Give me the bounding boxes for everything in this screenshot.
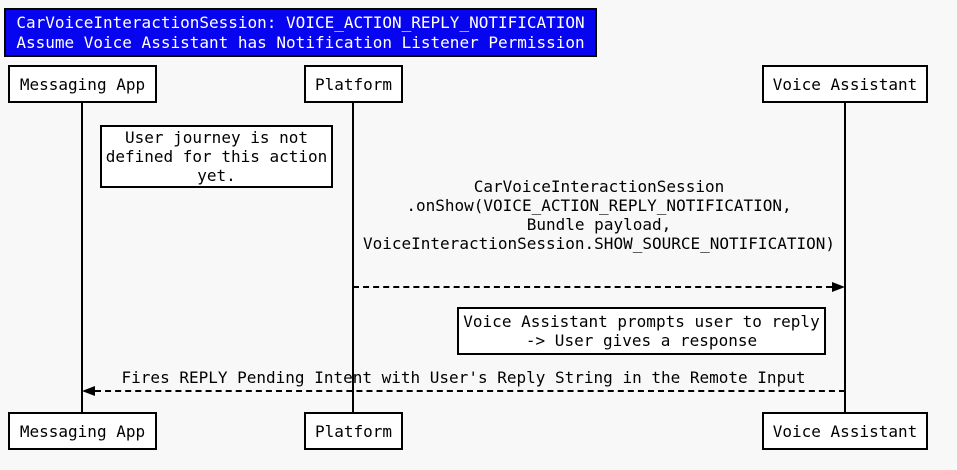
actor-bottom-platform: Platform: [304, 412, 403, 450]
note-user-journey: User journey is not defined for this act…: [100, 125, 333, 188]
actor-label: Voice Assistant: [772, 421, 918, 441]
message-line: Bundle payload,: [526, 215, 672, 234]
message-onshow-label: CarVoiceInteractionSession .onShow(VOICE…: [353, 177, 845, 253]
lifeline-messaging-app: [81, 103, 83, 412]
note-line: User journey is not: [124, 128, 309, 147]
message-line: VoiceInteractionSession.SHOW_SOURCE_NOTI…: [362, 234, 835, 253]
actor-bottom-voice-assistant: Voice Assistant: [762, 412, 928, 450]
actor-top-voice-assistant: Voice Assistant: [762, 65, 928, 103]
actor-label: Platform: [314, 421, 393, 441]
lifeline-voice-assistant: [844, 103, 846, 412]
message-line: CarVoiceInteractionSession: [473, 177, 725, 196]
note-line: -> User gives a response: [525, 331, 758, 350]
arrow-left-head-icon: [82, 386, 95, 396]
message-reply-label: Fires REPLY Pending Intent with User's R…: [82, 368, 845, 387]
note-line: defined for this action: [105, 147, 328, 166]
actor-bottom-messaging-app: Messaging App: [8, 412, 157, 450]
lifeline-platform: [352, 103, 354, 412]
actor-top-platform: Platform: [304, 65, 403, 103]
message-line: .onShow(VOICE_ACTION_REPLY_NOTIFICATION,: [406, 196, 792, 215]
arrow-right-head-icon: [832, 282, 845, 292]
arrow-onshow-dashed-line: [353, 286, 832, 288]
actor-label: Messaging App: [19, 421, 146, 441]
actor-label: Platform: [314, 74, 393, 94]
actor-label: Voice Assistant: [772, 74, 918, 94]
diagram-title-line-2: Assume Voice Assistant has Notification …: [16, 32, 585, 52]
diagram-title-line-1: CarVoiceInteractionSession: VOICE_ACTION…: [16, 12, 585, 32]
diagram-title-box: CarVoiceInteractionSession: VOICE_ACTION…: [4, 8, 597, 57]
note-line: Voice Assistant prompts user to reply: [463, 312, 820, 331]
actor-label: Messaging App: [19, 74, 146, 94]
note-prompt-response: Voice Assistant prompts user to reply ->…: [457, 307, 826, 355]
actor-top-messaging-app: Messaging App: [8, 65, 157, 103]
arrow-reply-dashed-line: [95, 390, 845, 392]
message-line: Fires REPLY Pending Intent with User's R…: [121, 368, 806, 387]
note-line: yet.: [197, 166, 236, 185]
